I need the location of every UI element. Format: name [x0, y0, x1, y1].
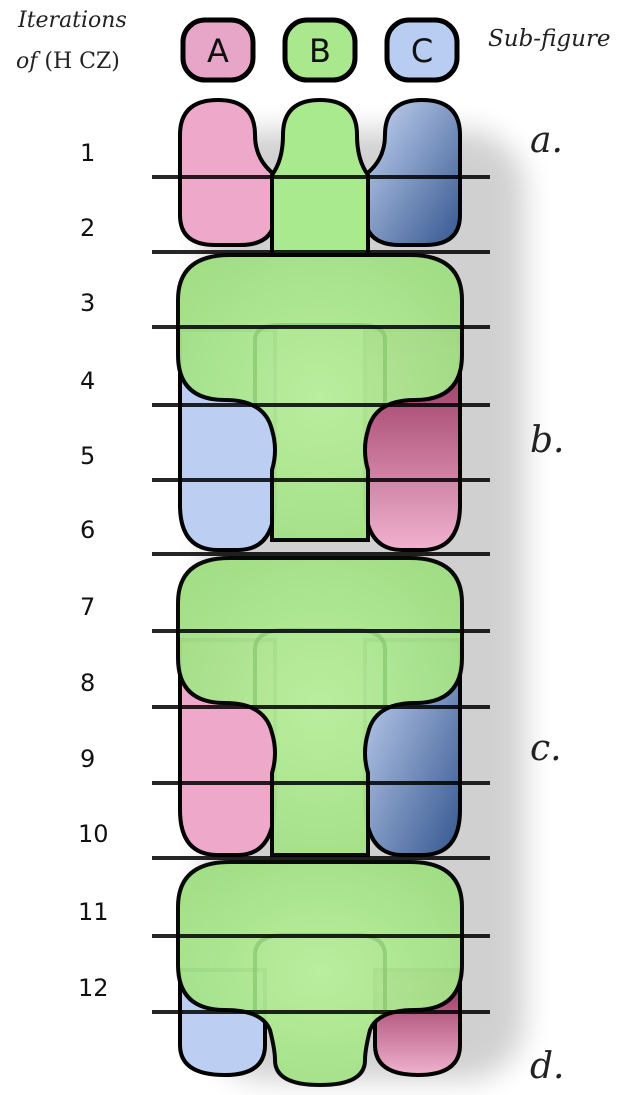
tube-a-blue	[363, 97, 462, 247]
column-letter-c: C	[411, 32, 433, 70]
iteration-label-8: 8	[80, 669, 95, 697]
iteration-label-5: 5	[80, 442, 95, 470]
subfigure-label-b: b.	[530, 420, 565, 461]
column-header-b: B	[282, 17, 358, 83]
column-letter-b: B	[309, 32, 331, 70]
subfigure-labels: a. b. c. d.	[530, 120, 565, 1087]
iteration-label-9: 9	[80, 745, 95, 773]
iteration-label-3: 3	[80, 289, 95, 317]
iteration-label-12: 12	[78, 974, 109, 1002]
iteration-label-7: 7	[80, 593, 95, 621]
green-blob-d	[176, 860, 464, 1088]
iterations-title-line1: Iterations	[17, 8, 127, 33]
subfigure-label-d: d.	[530, 1046, 565, 1087]
iteration-label-10: 10	[78, 820, 109, 848]
iteration-label-11: 11	[78, 898, 109, 926]
iterations-title-line2: of (H CZ)	[16, 49, 120, 74]
iteration-lines	[152, 175, 490, 1014]
iteration-label-6: 6	[80, 516, 95, 544]
column-header-a: A	[180, 17, 256, 83]
iteration-label-4: 4	[80, 367, 95, 395]
iteration-label-1: 1	[80, 139, 95, 167]
subfigure-title: Sub-figure	[488, 26, 611, 52]
subfigure-label-a: a.	[530, 120, 563, 161]
tube-a-pink	[178, 97, 277, 247]
blob-layer	[176, 97, 464, 1088]
subfigure-label-c: c.	[530, 728, 562, 769]
iteration-label-2: 2	[80, 214, 95, 242]
column-letter-a: A	[207, 32, 229, 70]
column-header-c: C	[384, 17, 460, 83]
